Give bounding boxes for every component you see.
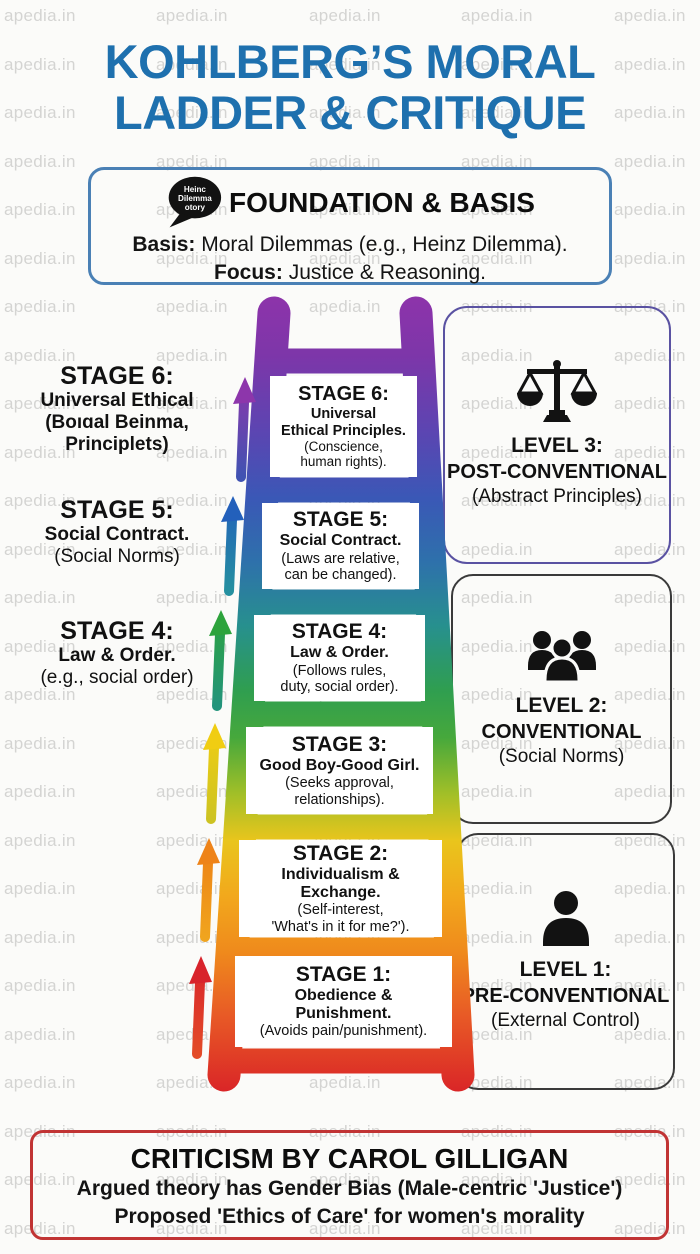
- level2-name: CONVENTIONAL: [481, 721, 642, 744]
- title-line-1: KOHLBERG’S MORAL: [104, 35, 596, 88]
- stage2-arrow: [197, 838, 220, 942]
- foundation-basis-line: Basis: Moral Dilemmas (e.g., Heinz Dilem…: [132, 233, 568, 256]
- svg-text:otory: otory: [185, 203, 206, 212]
- level2-box: LEVEL 2: CONVENTIONAL (Social Norms): [451, 574, 672, 824]
- level2-title: LEVEL 2:: [515, 694, 608, 717]
- level3-box: LEVEL 3: POST-CONVENTIONAL (Abstract Pri…: [443, 306, 671, 564]
- foundation-heading: FOUNDATION & BASIS: [229, 187, 535, 218]
- level1-box: LEVEL 1: PRE-CONVENTIONAL (External Cont…: [456, 833, 675, 1090]
- ladder-rungs: [219, 348, 463, 1074]
- criticism-heading: CRITICISM BY CAROL GILLIGAN: [130, 1143, 569, 1174]
- level2-sub: (Social Norms): [498, 746, 625, 768]
- criticism-box: CRITICISM BY CAROL GILLIGAN Argued theor…: [30, 1130, 669, 1240]
- left-label-stage6: STAGE 6: Universal Ethical (Boıɑal Beinm…: [40, 362, 194, 456]
- ladder-stage4-box: STAGE 4: Law & Order. (Follows rules, du…: [254, 615, 425, 701]
- left-label-stage4: STAGE 4: Law & Order. (e.g., social orde…: [40, 617, 194, 689]
- level1-sub: (External Control): [491, 1009, 640, 1031]
- level1-name: PRE-CONVENTIONAL: [461, 984, 670, 1007]
- criticism-line-2: Proposed 'Ethics of Care' for women's mo…: [114, 1205, 585, 1229]
- person-icon: [542, 890, 589, 946]
- page-title: KOHLBERG’S MORAL LADDER & CRITIQUE: [0, 36, 700, 138]
- stage1-arrow: [189, 956, 212, 1059]
- stage5-arrow: [221, 496, 244, 596]
- level1-title: LEVEL 1:: [519, 957, 612, 981]
- ladder-stage1-box: STAGE 1: Obedience & Punishment. (Avoids…: [235, 956, 452, 1047]
- stage6-arrow: [233, 377, 256, 482]
- stage4-arrow: [209, 610, 232, 711]
- ladder-stage2-box: STAGE 2: Individualism & Exchange. (Self…: [239, 840, 442, 937]
- speech-bubble-icon: Heinc Dilemma otory: [168, 176, 222, 228]
- level3-title: LEVEL 3:: [511, 434, 603, 457]
- svg-text:Dilemma: Dilemma: [178, 194, 212, 203]
- scales-of-justice-icon: [517, 360, 597, 422]
- left-label-stage5: STAGE 5: Social Contract. (Social Norms): [44, 496, 190, 568]
- level3-name: POST-CONVENTIONAL: [446, 461, 667, 484]
- level3-sub: (Abstract Principles): [472, 486, 642, 508]
- svg-text:Heinc: Heinc: [184, 185, 207, 194]
- ladder-stage3-box: STAGE 3: Good Boy-Good Girl. (Seeks appr…: [246, 727, 433, 814]
- title-line-2: LADDER & CRITIQUE: [114, 86, 586, 139]
- criticism-line-1: Argued theory has Gender Bias (Male-cent…: [76, 1177, 623, 1200]
- stage3-arrow: [203, 723, 226, 824]
- ladder-stage5-box: STAGE 5: Social Contract. (Laws are rela…: [262, 503, 419, 589]
- ladder-rails: [207, 296, 475, 1092]
- people-group-icon: [527, 631, 596, 684]
- foundation-heading-row: Heinc Dilemma otory FOUNDATION & BASIS: [91, 175, 609, 231]
- ladder-stage6-box: STAGE 6: Universal Ethical Principles. (…: [270, 376, 417, 477]
- stage-arrows: [189, 377, 256, 1059]
- foundation-box: Heinc Dilemma otory FOUNDATION & BASIS B…: [88, 167, 612, 285]
- foundation-focus-line: Focus: Justice & Reasoning.: [214, 261, 486, 285]
